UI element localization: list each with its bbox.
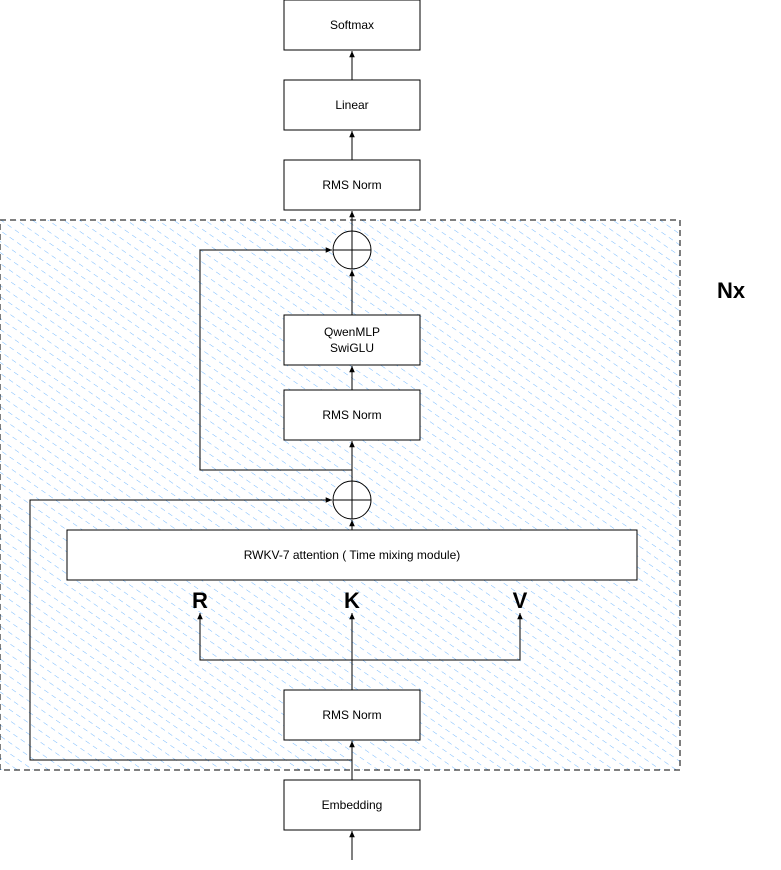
linear-box xyxy=(283,79,421,131)
skip-connection-attention xyxy=(29,497,352,761)
v-input-label: V xyxy=(513,588,528,613)
attention-box xyxy=(66,529,638,581)
rms-norm-final-box xyxy=(283,159,421,211)
repeat-count-label: Nx xyxy=(717,278,746,303)
rms-norm-mlp-box xyxy=(283,389,421,441)
rms-norm-final-label: RMS Norm xyxy=(322,178,381,192)
softmax-label: Softmax xyxy=(330,18,374,32)
skip-connection-mlp xyxy=(199,247,352,471)
rms-norm-attn-label: RMS Norm xyxy=(322,708,381,722)
arrow-to-r xyxy=(197,613,352,661)
attention-label: RWKV-7 attention ( Time mixing module) xyxy=(244,548,461,562)
mlp-label-line1: QwenMLP xyxy=(324,325,380,339)
rms-norm-attn-box xyxy=(283,689,421,741)
linear-label: Linear xyxy=(335,98,368,112)
k-input-label: K xyxy=(344,588,360,613)
arrow-to-v xyxy=(352,613,523,661)
r-input-label: R xyxy=(192,588,208,613)
softmax-box xyxy=(283,0,421,51)
residual-add-top-icon xyxy=(332,230,372,270)
embedding-label: Embedding xyxy=(322,798,383,812)
rms-norm-mlp-label: RMS Norm xyxy=(322,408,381,422)
mlp-label-line2: SwiGLU xyxy=(330,341,374,355)
mlp-box xyxy=(283,314,421,366)
residual-add-bottom-icon xyxy=(332,480,372,520)
